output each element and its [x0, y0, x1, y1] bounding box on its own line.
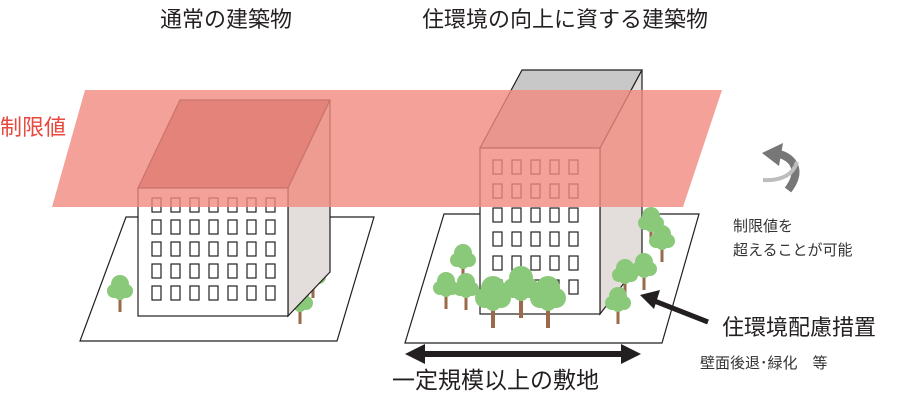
measures-sub-label: 壁面後退･緑化 等: [700, 354, 828, 372]
improved-building-title: 住環境の向上に資する建築物: [422, 8, 709, 33]
curved-arrow-icon: [762, 143, 800, 193]
pointer-arrow-icon: [640, 290, 709, 325]
normal-building-title: 通常の建築物: [160, 8, 293, 33]
exceed-note-line2: 超えることが可能: [733, 241, 853, 259]
measures-label: 住環境配慮措置: [722, 316, 877, 341]
limit-value-label: 制限値: [0, 116, 67, 141]
limit-plane: [52, 90, 722, 207]
double-arrow-icon: [405, 344, 641, 364]
site-size-label: 一定規模以上の敷地: [392, 368, 599, 394]
exceed-note-line1: 制限値を: [733, 217, 794, 235]
